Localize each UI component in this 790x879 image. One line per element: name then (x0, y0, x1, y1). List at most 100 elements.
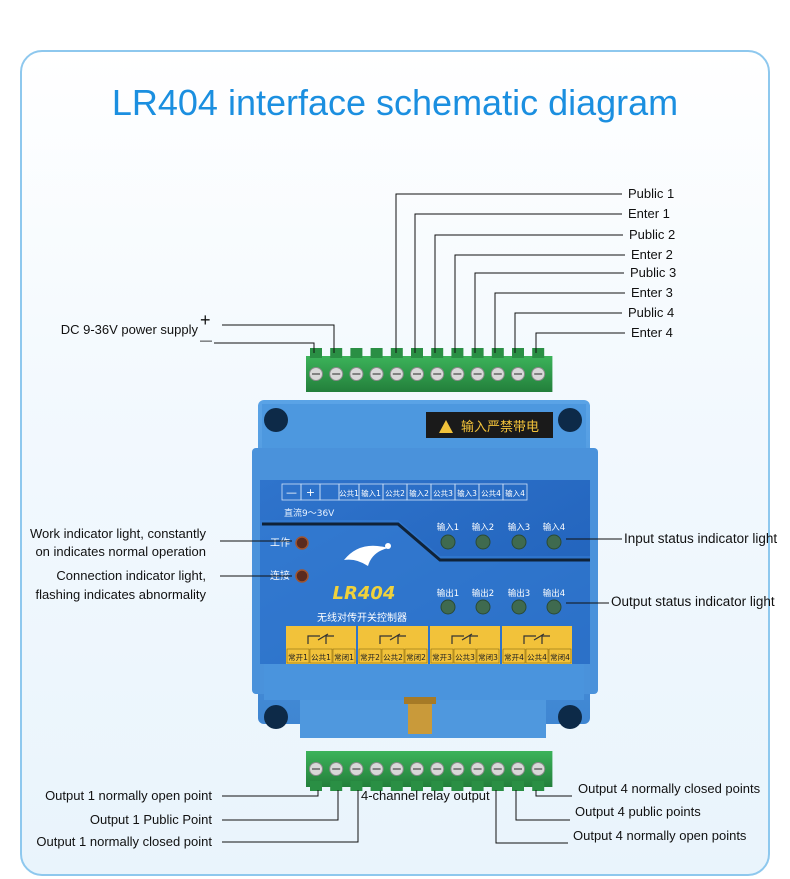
output1-normally-open-label: Output 1 normally open point (45, 788, 212, 803)
input-led-2 (475, 534, 491, 550)
leader-top-1 (395, 193, 622, 353)
bottom-terminal-tab (350, 781, 363, 791)
logo-icon (344, 545, 388, 566)
relay-output-label: 4-channel relay output (361, 788, 490, 803)
terminal-label-1: Public 1 (628, 186, 675, 201)
top-terminal-tab (310, 348, 322, 358)
output-led-4 (546, 599, 562, 615)
warning-icon (439, 420, 453, 433)
top-terminal-tab (532, 348, 545, 358)
leader-out4-no (495, 790, 568, 844)
antenna-connector (408, 700, 432, 734)
relay-cell (286, 648, 310, 664)
bottom-terminal-tab (390, 781, 403, 791)
input-led-label: 输入4 (543, 522, 565, 533)
device-subtitle: 无线对传开关控制器 (317, 611, 407, 624)
bottom-terminal-tab (330, 781, 343, 791)
output1-public-label: Output 1 Public Point (89, 812, 212, 827)
panel-cell-label: 输入1 (361, 488, 381, 498)
panel-cell-label: 输入3 (457, 488, 477, 498)
antenna-nut (404, 697, 436, 704)
model-label: LR404 (333, 583, 396, 604)
plus-sign: + (200, 310, 211, 330)
top-terminal-tab (411, 348, 423, 358)
leader-out1-no (222, 790, 319, 797)
relay-cell (476, 648, 500, 664)
bottom-terminal-tab (471, 781, 484, 791)
terminal-label-5: Public 3 (630, 265, 677, 280)
connection-indicator-label-line1: Connection indicator light, (56, 568, 206, 583)
relay-3-block (430, 626, 500, 664)
top-terminal-tab (471, 348, 484, 358)
leader-power-minus (214, 342, 315, 353)
relay-cell (404, 648, 428, 664)
panel-cell-label: 公共3 (433, 489, 453, 498)
output-status-label: Output status indicator light (611, 594, 775, 609)
output-led-label: 输出3 (508, 588, 530, 599)
relay-cell-label: 公共3 (455, 653, 475, 662)
relay-cell-label: 公共4 (527, 653, 547, 662)
input-status-label: Input status indicator light (624, 531, 778, 546)
minus-sign: — (200, 333, 212, 347)
output-led-2 (475, 599, 491, 615)
relay-switch-icon (307, 633, 334, 644)
top-terminal-tab (330, 348, 343, 358)
leader-out1-nc (222, 790, 359, 843)
terminal-label-4: Enter 2 (631, 247, 673, 262)
relay-cell (502, 648, 526, 664)
top-terminal-tab (390, 348, 403, 358)
mount-hole-top-left (264, 408, 288, 432)
connection-indicator-label-line2: flashing indicates abnormality (35, 587, 206, 602)
mount-hole-top-right (558, 408, 582, 432)
relay-cell (548, 648, 572, 664)
relay-cell (332, 648, 356, 664)
relay-cell (525, 648, 549, 664)
leader-out1-com (222, 790, 339, 821)
relay-cell-label: 常开3 (432, 653, 452, 662)
panel-cell-label: 输入4 (505, 488, 525, 498)
output-led-1 (440, 599, 456, 615)
terminal-label-2: Enter 1 (628, 206, 670, 221)
input-led-4 (546, 534, 562, 550)
bottom-terminal-tab (491, 781, 504, 791)
panel-cell-label: 公共4 (481, 489, 501, 498)
panel-cell-label: — (286, 486, 297, 499)
relay-cell-label: 常闭2 (406, 653, 426, 662)
bottom-terminal-tab (512, 781, 524, 791)
relay-cell-label: 常闭3 (478, 653, 498, 662)
relay-cell-label: 公共1 (311, 653, 331, 662)
logo-dot (385, 543, 391, 549)
relay-cell (453, 648, 477, 664)
relay-cell (309, 648, 333, 664)
top-terminal-tab (451, 348, 464, 358)
leader-top-7 (514, 312, 622, 353)
bottom-terminal-tab (310, 781, 322, 791)
relay-cell (430, 648, 454, 664)
top-terminal-tab (350, 348, 363, 358)
leader-top-2 (414, 213, 622, 353)
panel-divider-line (262, 522, 590, 562)
output-led-label: 输出2 (472, 588, 494, 599)
panel-cell (502, 483, 528, 501)
work-led-label: 工作 (270, 537, 290, 549)
top-terminal-tab (512, 348, 524, 358)
input-led-3 (511, 534, 527, 550)
relay-switch-icon (379, 633, 406, 644)
relay-cell-label: 常开4 (504, 653, 524, 662)
top-terminal-tab (431, 348, 444, 358)
bottom-terminal-tab (411, 781, 423, 791)
relay-1-block (286, 626, 356, 664)
panel-cell-label: 输入2 (409, 488, 429, 498)
power-supply-label: DC 9-36V power supply (60, 322, 198, 337)
output-led-label: 输出1 (437, 588, 459, 599)
mount-hole-bottom-right (558, 705, 582, 729)
terminal-label-7: Public 4 (628, 305, 675, 320)
mount-hole-bottom-left (264, 705, 288, 729)
relay-cell-label: 常闭4 (550, 653, 570, 662)
output-led-label: 输出4 (543, 588, 565, 599)
panel-cell-label: 公共2 (385, 489, 405, 498)
leader-out4-com (515, 790, 570, 821)
leader-out4-nc (535, 790, 572, 797)
